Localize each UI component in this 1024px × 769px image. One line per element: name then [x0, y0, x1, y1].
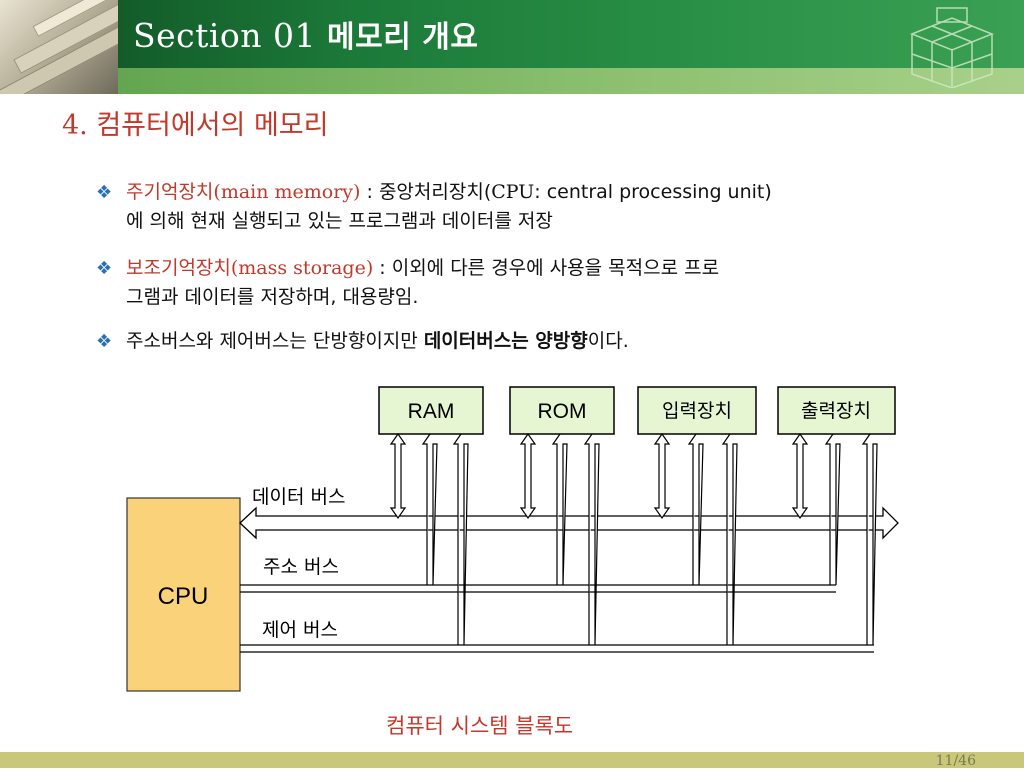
diamond-bullet-icon: ❖: [96, 331, 113, 352]
bullet-text-line2: 에 의해 현재 실행되고 있는 프로그램과 데이터를 저장: [126, 210, 553, 232]
rom-box: [509, 386, 615, 435]
section-name: 메모리 개요: [327, 20, 479, 55]
keyboard-photo: [0, 0, 118, 94]
slide-heading: 4. 컴퓨터에서의 메모리: [62, 110, 329, 141]
bullet-main-memory: ❖ 주기억장치(main memory) : 중앙처리장치(CPU: centr…: [96, 178, 978, 236]
bullet-bold-text: 데이터버스는 양방향: [423, 330, 588, 352]
control-bus-connectors: [452, 433, 878, 646]
section-label: Section 01: [133, 16, 317, 55]
header-strip: [0, 68, 1024, 94]
diamond-bullet-icon: ❖: [96, 182, 113, 203]
diamond-bullet-icon: ❖: [96, 258, 113, 279]
output-device-label: 출력장치: [801, 400, 871, 422]
output-device-box: [777, 386, 896, 435]
bullet-text-line2: 그램과 데이터를 저장하며, 대용량임.: [126, 286, 419, 308]
bullet-bus-direction: ❖ 주소버스와 제어버스는 단방향이지만 데이터버스는 양방향이다.: [96, 327, 978, 356]
bullet-text: : central processing unit): [534, 181, 772, 203]
address-bus-connectors: [421, 433, 841, 586]
control-bus-lines: [240, 644, 874, 653]
rom-label: ROM: [538, 400, 587, 423]
cpu-label: CPU: [158, 583, 209, 610]
blocks-decoration: [909, 7, 995, 88]
term-mass-storage: 보조기억장치(mass storage): [126, 257, 374, 279]
bullet-text: : 이외에 다른 경우에 사용을 목적으로 프로: [373, 257, 720, 279]
section-title: Section 01 메모리 개요: [133, 12, 479, 56]
cpu-abbr: CPU: [491, 181, 535, 203]
bullet-text: : 중앙처리장치(: [360, 181, 492, 203]
ram-label: RAM: [408, 400, 455, 423]
diagram-caption: 컴퓨터 시스템 블록도: [386, 714, 574, 738]
page-number: 11/46: [935, 753, 976, 769]
cpu-box: [126, 497, 241, 692]
address-bus-label: 주소 버스: [263, 556, 339, 578]
input-device-label: 입력장치: [662, 400, 732, 422]
bullet-text: 주소버스와 제어버스는 단방향이지만: [126, 330, 424, 352]
address-bus-lines: [240, 584, 836, 593]
data-bus-label: 데이터 버스: [252, 486, 345, 508]
bullet-mass-storage: ❖ 보조기억장치(mass storage) : 이외에 다른 경우에 사용을 …: [96, 254, 978, 312]
ram-box: [378, 386, 484, 435]
footer-bar: [0, 752, 1024, 768]
input-device-box: [637, 386, 757, 435]
header-bar: [0, 0, 1024, 68]
term-main-memory: 주기억장치(main memory): [126, 181, 361, 203]
control-bus-label: 제어 버스: [262, 619, 338, 641]
data-bus-connectors: [389, 432, 809, 520]
bullet-text: 이다.: [587, 330, 629, 352]
data-bus-arrow: [239, 506, 899, 540]
